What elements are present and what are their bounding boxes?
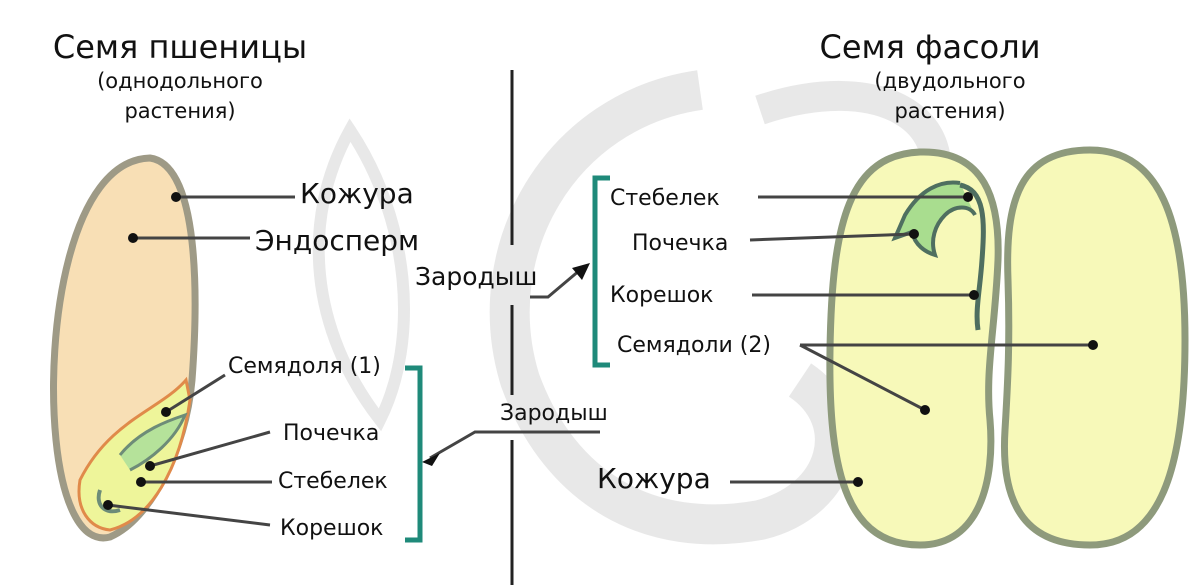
- bean-label-bud: Почечка: [632, 231, 728, 256]
- bean-label-cotyledons: Семядоли (2): [617, 333, 771, 358]
- wheat-seed: [50, 154, 199, 542]
- wheat-subtitle-2: растения): [124, 99, 235, 123]
- pointer-lines: [107, 195, 1093, 527]
- wheat-label-cotyledon: Семядоля (1): [228, 354, 381, 379]
- pointer-dots: [103, 192, 1098, 510]
- bean-subtitle-2: растения): [894, 99, 1005, 123]
- wheat-subtitle-1: (однодольного: [97, 69, 263, 93]
- wheat-label-endosperm: Эндосперм: [255, 224, 419, 257]
- wheat-label-root: Корешок: [280, 516, 383, 541]
- wheat-label-stem: Стебелек: [278, 469, 388, 494]
- wheat-label-coat: Кожура: [300, 177, 414, 210]
- wheat-title: Семя пшеницы: [53, 28, 307, 66]
- bean-label-root: Корешок: [610, 283, 713, 308]
- bean-label-coat: Кожура: [597, 462, 711, 495]
- wheat-label-bud: Почечка: [283, 421, 379, 446]
- embryo-brackets: [405, 175, 610, 543]
- bean-subtitle-1: (двудольного: [874, 69, 1025, 93]
- bean-seed: [826, 146, 1189, 549]
- bean-label-stem: Стебелек: [610, 186, 720, 211]
- bean-label-embryo: Зародыш: [415, 262, 537, 291]
- wheat-label-embryo: Зародыш: [500, 401, 608, 426]
- bean-title: Семя фасоли: [820, 28, 1041, 66]
